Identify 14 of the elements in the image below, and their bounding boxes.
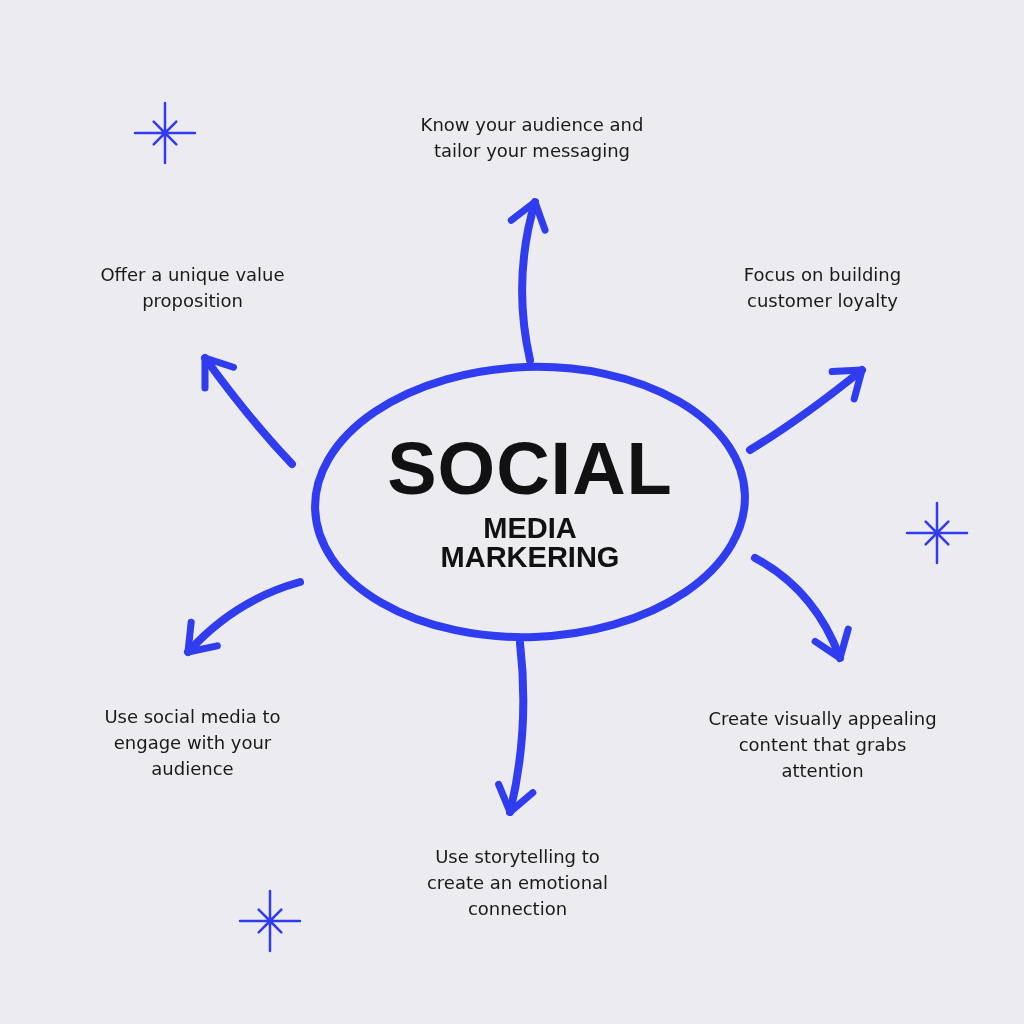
tip-text: Know your audience and tailor your messaging (419, 113, 645, 163)
arrow (494, 639, 537, 816)
title-text: SOCIAL (387, 432, 673, 506)
arrow (201, 354, 296, 468)
arrow (184, 578, 304, 656)
arrow (508, 198, 550, 364)
arrow (751, 554, 851, 662)
subtitle-text: MEDIA MARKERING (439, 514, 621, 572)
tip-text: Create visually appealing content that grabs attention (707, 707, 938, 783)
tip-text: Focus on building customer loyalty (742, 263, 903, 313)
tip-text: Use social media to engage with your audience (103, 705, 282, 781)
tip-text: Offer a unique value proposition (99, 263, 286, 313)
tip-text: Use storytelling to create an emotional connection (425, 845, 610, 921)
arrow (746, 366, 866, 454)
